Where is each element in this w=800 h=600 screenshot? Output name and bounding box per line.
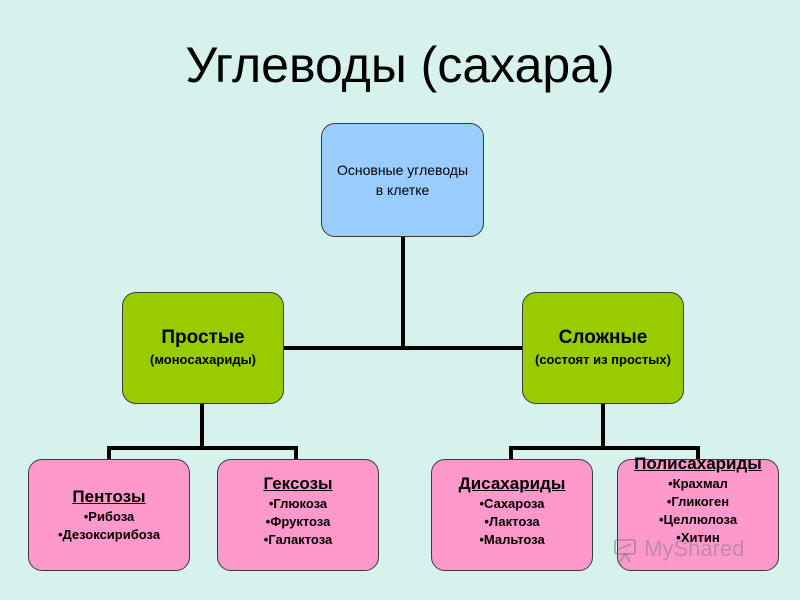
list-item: •Крахмал bbox=[668, 476, 728, 491]
node-polysaccharides-title: Полисахариды bbox=[634, 454, 762, 473]
list-item: •Галактоза bbox=[263, 532, 333, 547]
node-hexoses: Гексозы •Глюкоза •Фруктоза •Галактоза bbox=[217, 459, 379, 571]
watermark: MyShared bbox=[612, 536, 744, 563]
node-complex: Сложные (состоят из простых) bbox=[522, 292, 684, 404]
node-hexoses-title: Гексозы bbox=[263, 474, 333, 493]
list-item: •Целлюлоза bbox=[658, 512, 738, 527]
node-main-line2: в клетке bbox=[375, 182, 430, 198]
node-complex-title: Сложные bbox=[558, 327, 648, 348]
node-simple-subtitle: (моносахариды) bbox=[149, 352, 257, 367]
list-item: •Гликоген bbox=[666, 494, 730, 509]
node-polysaccharides: Полисахариды •Крахмал •Гликоген •Целлюло… bbox=[617, 454, 779, 571]
node-main-carbohydrates: Основные углеводы в клетке bbox=[321, 123, 484, 237]
list-item: •Фруктоза bbox=[265, 514, 331, 529]
node-disaccharides: Дисахариды •Сахароза •Лактоза •Мальтоза bbox=[431, 459, 593, 571]
list-item: •Рибоза bbox=[83, 509, 135, 524]
list-item: •Лактоза bbox=[484, 514, 540, 529]
list-item: •Мальтоза bbox=[479, 532, 545, 547]
presentation-board-icon bbox=[614, 539, 636, 563]
node-disaccharides-title: Дисахариды bbox=[458, 474, 566, 493]
list-item: •Дезоксирибоза bbox=[57, 527, 161, 542]
node-pentoses-title: Пентозы bbox=[72, 487, 146, 506]
node-simple: Простые (моносахариды) bbox=[122, 292, 284, 404]
list-item: •Хитин bbox=[676, 530, 720, 545]
watermark-text: MyShared bbox=[644, 536, 745, 561]
node-main-line1: Основные углеводы bbox=[336, 162, 469, 178]
node-simple-title: Простые bbox=[161, 327, 245, 348]
list-item: •Сахароза bbox=[479, 496, 545, 511]
node-complex-subtitle: (состоят из простых) bbox=[535, 352, 671, 367]
node-pentoses: Пентозы •Рибоза •Дезоксирибоза bbox=[28, 459, 190, 571]
list-item: •Глюкоза bbox=[268, 496, 328, 511]
slide-title: Углеводы (сахара) bbox=[185, 37, 615, 93]
